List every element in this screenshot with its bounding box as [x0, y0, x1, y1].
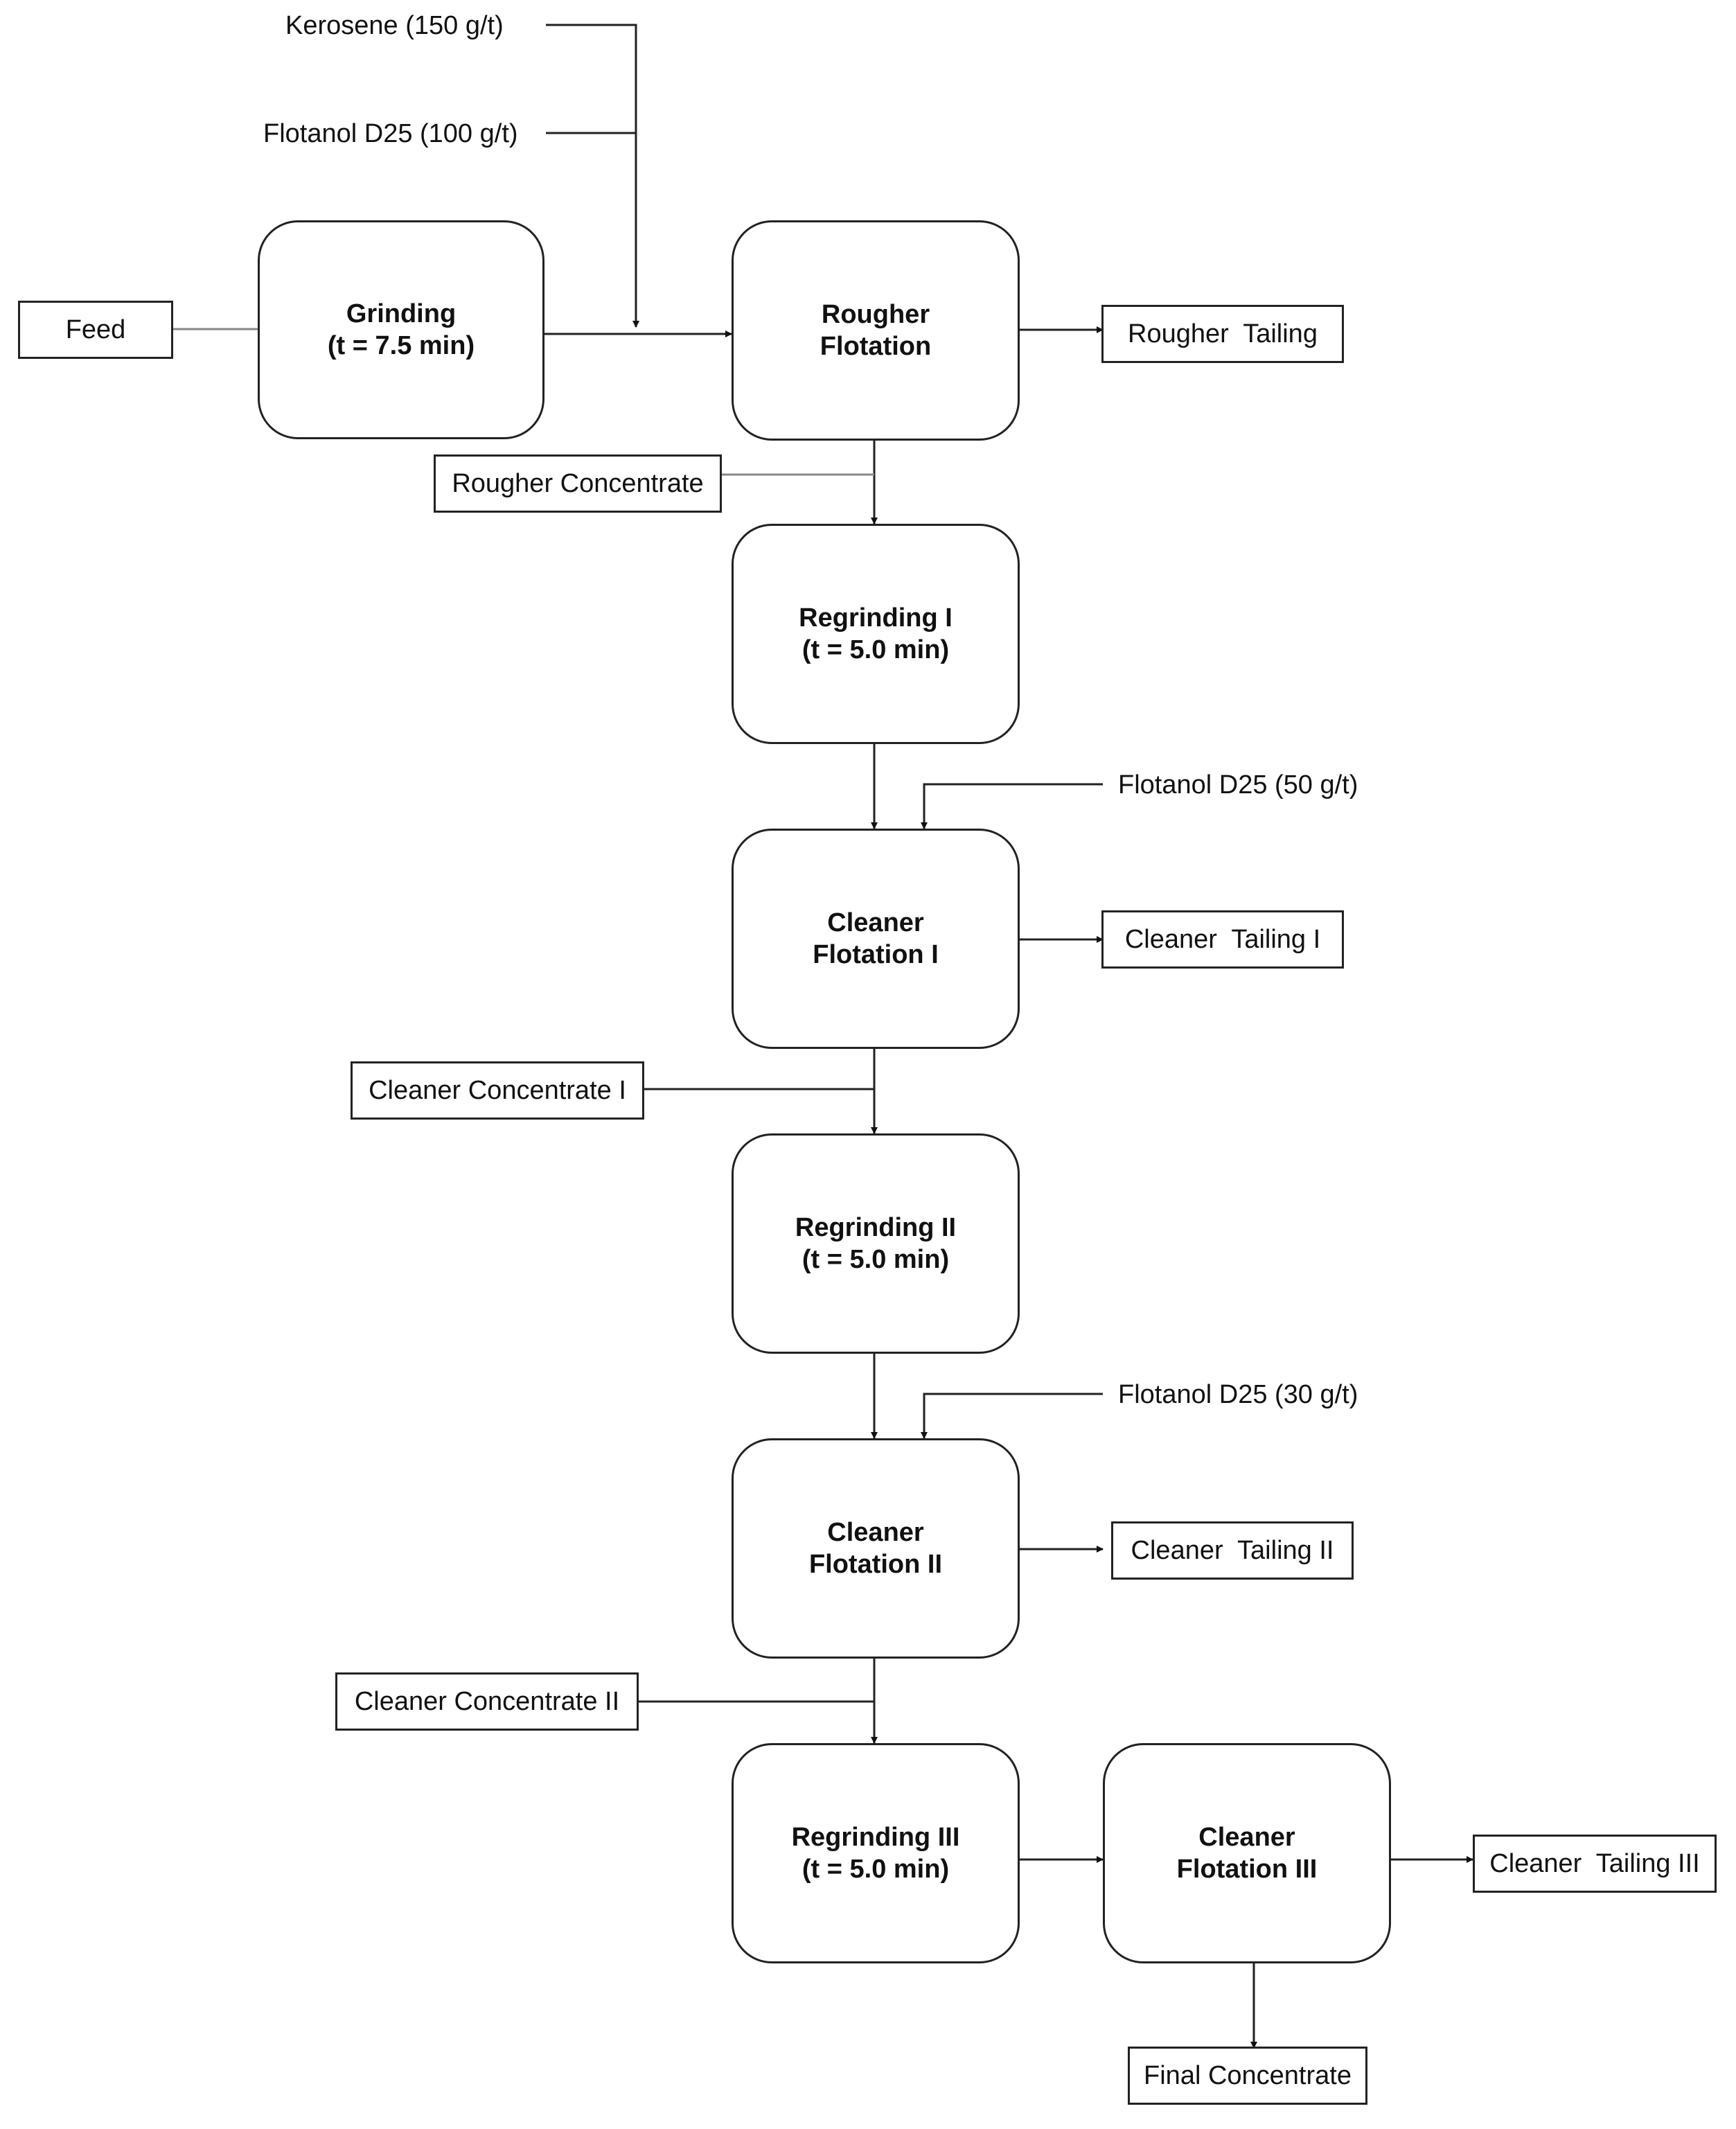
grinding-stage: Grinding (t = 7.5 min) — [258, 220, 544, 439]
rougher-flotation-stage: Rougher Flotation — [732, 220, 1020, 441]
regrinding3-stage: Regrinding III (t = 5.0 min) — [732, 1743, 1020, 1963]
cleaner-flotation2-sub: Flotation II — [808, 1550, 943, 1579]
cleaner-tailing3-box: Cleaner Tailing III — [1473, 1835, 1717, 1893]
cleaner-flotation1-name: Cleaner — [827, 908, 924, 937]
flotanol-cleaner1-line — [921, 783, 1103, 829]
cleaner-flotation1-stage: Cleaner Flotation I — [732, 829, 1020, 1049]
flotanol-cleaner1-label: Flotanol D25 (50 g/t) — [1118, 770, 1358, 800]
grinding-name: Grinding — [346, 299, 457, 328]
rougher-tailing-box: Rougher Tailing — [1101, 305, 1344, 363]
cleaner-flotation3-stage: Cleaner Flotation III — [1103, 1743, 1391, 1963]
regrinding2-time: (t = 5.0 min) — [801, 1245, 950, 1274]
cleaner-flotation3-sub: Flotation III — [1176, 1855, 1318, 1884]
flotanol-cleaner2-label: Flotanol D25 (30 g/t) — [1118, 1380, 1358, 1409]
rougher-concentrate-box: Rougher Concentrate — [434, 454, 722, 513]
regrinding3-time: (t = 5.0 min) — [801, 1855, 950, 1884]
cleaner-concentrate2-box: Cleaner Concentrate II — [335, 1672, 639, 1731]
rougher-flotation-sub: Flotation — [820, 332, 932, 361]
cleaner-flotation3-name: Cleaner — [1198, 1823, 1295, 1852]
cleaner-tailing2-box: Cleaner Tailing II — [1111, 1521, 1354, 1580]
cleaner-flotation1-sub: Flotation I — [813, 940, 939, 969]
regrinding2-name: Regrinding II — [795, 1213, 957, 1242]
kerosene-label: Kerosene (150 g/t) — [285, 11, 504, 40]
cleaner-concentrate1-box: Cleaner Concentrate I — [351, 1061, 644, 1120]
regrinding3-name: Regrinding III — [791, 1823, 960, 1852]
regrinding1-time: (t = 5.0 min) — [801, 635, 950, 664]
regrinding1-stage: Regrinding I (t = 5.0 min) — [732, 524, 1020, 744]
flotanol-cleaner2-line — [921, 1393, 1103, 1439]
regrinding2-stage: Regrinding II (t = 5.0 min) — [732, 1133, 1020, 1354]
final-concentrate-box: Final Concentrate — [1128, 2047, 1367, 2105]
rougher-flotation-name: Rougher — [821, 300, 930, 329]
flotanol-rougher-label: Flotanol D25 (100 g/t) — [263, 119, 518, 148]
regrinding1-name: Regrinding I — [799, 603, 953, 633]
feed-box: Feed — [18, 301, 173, 359]
kerosene-line — [546, 24, 639, 328]
grinding-time: (t = 7.5 min) — [327, 331, 475, 360]
cleaner-flotation2-stage: Cleaner Flotation II — [732, 1438, 1020, 1659]
cleaner-tailing1-box: Cleaner Tailing I — [1101, 910, 1344, 969]
cleaner-flotation2-name: Cleaner — [827, 1518, 924, 1547]
